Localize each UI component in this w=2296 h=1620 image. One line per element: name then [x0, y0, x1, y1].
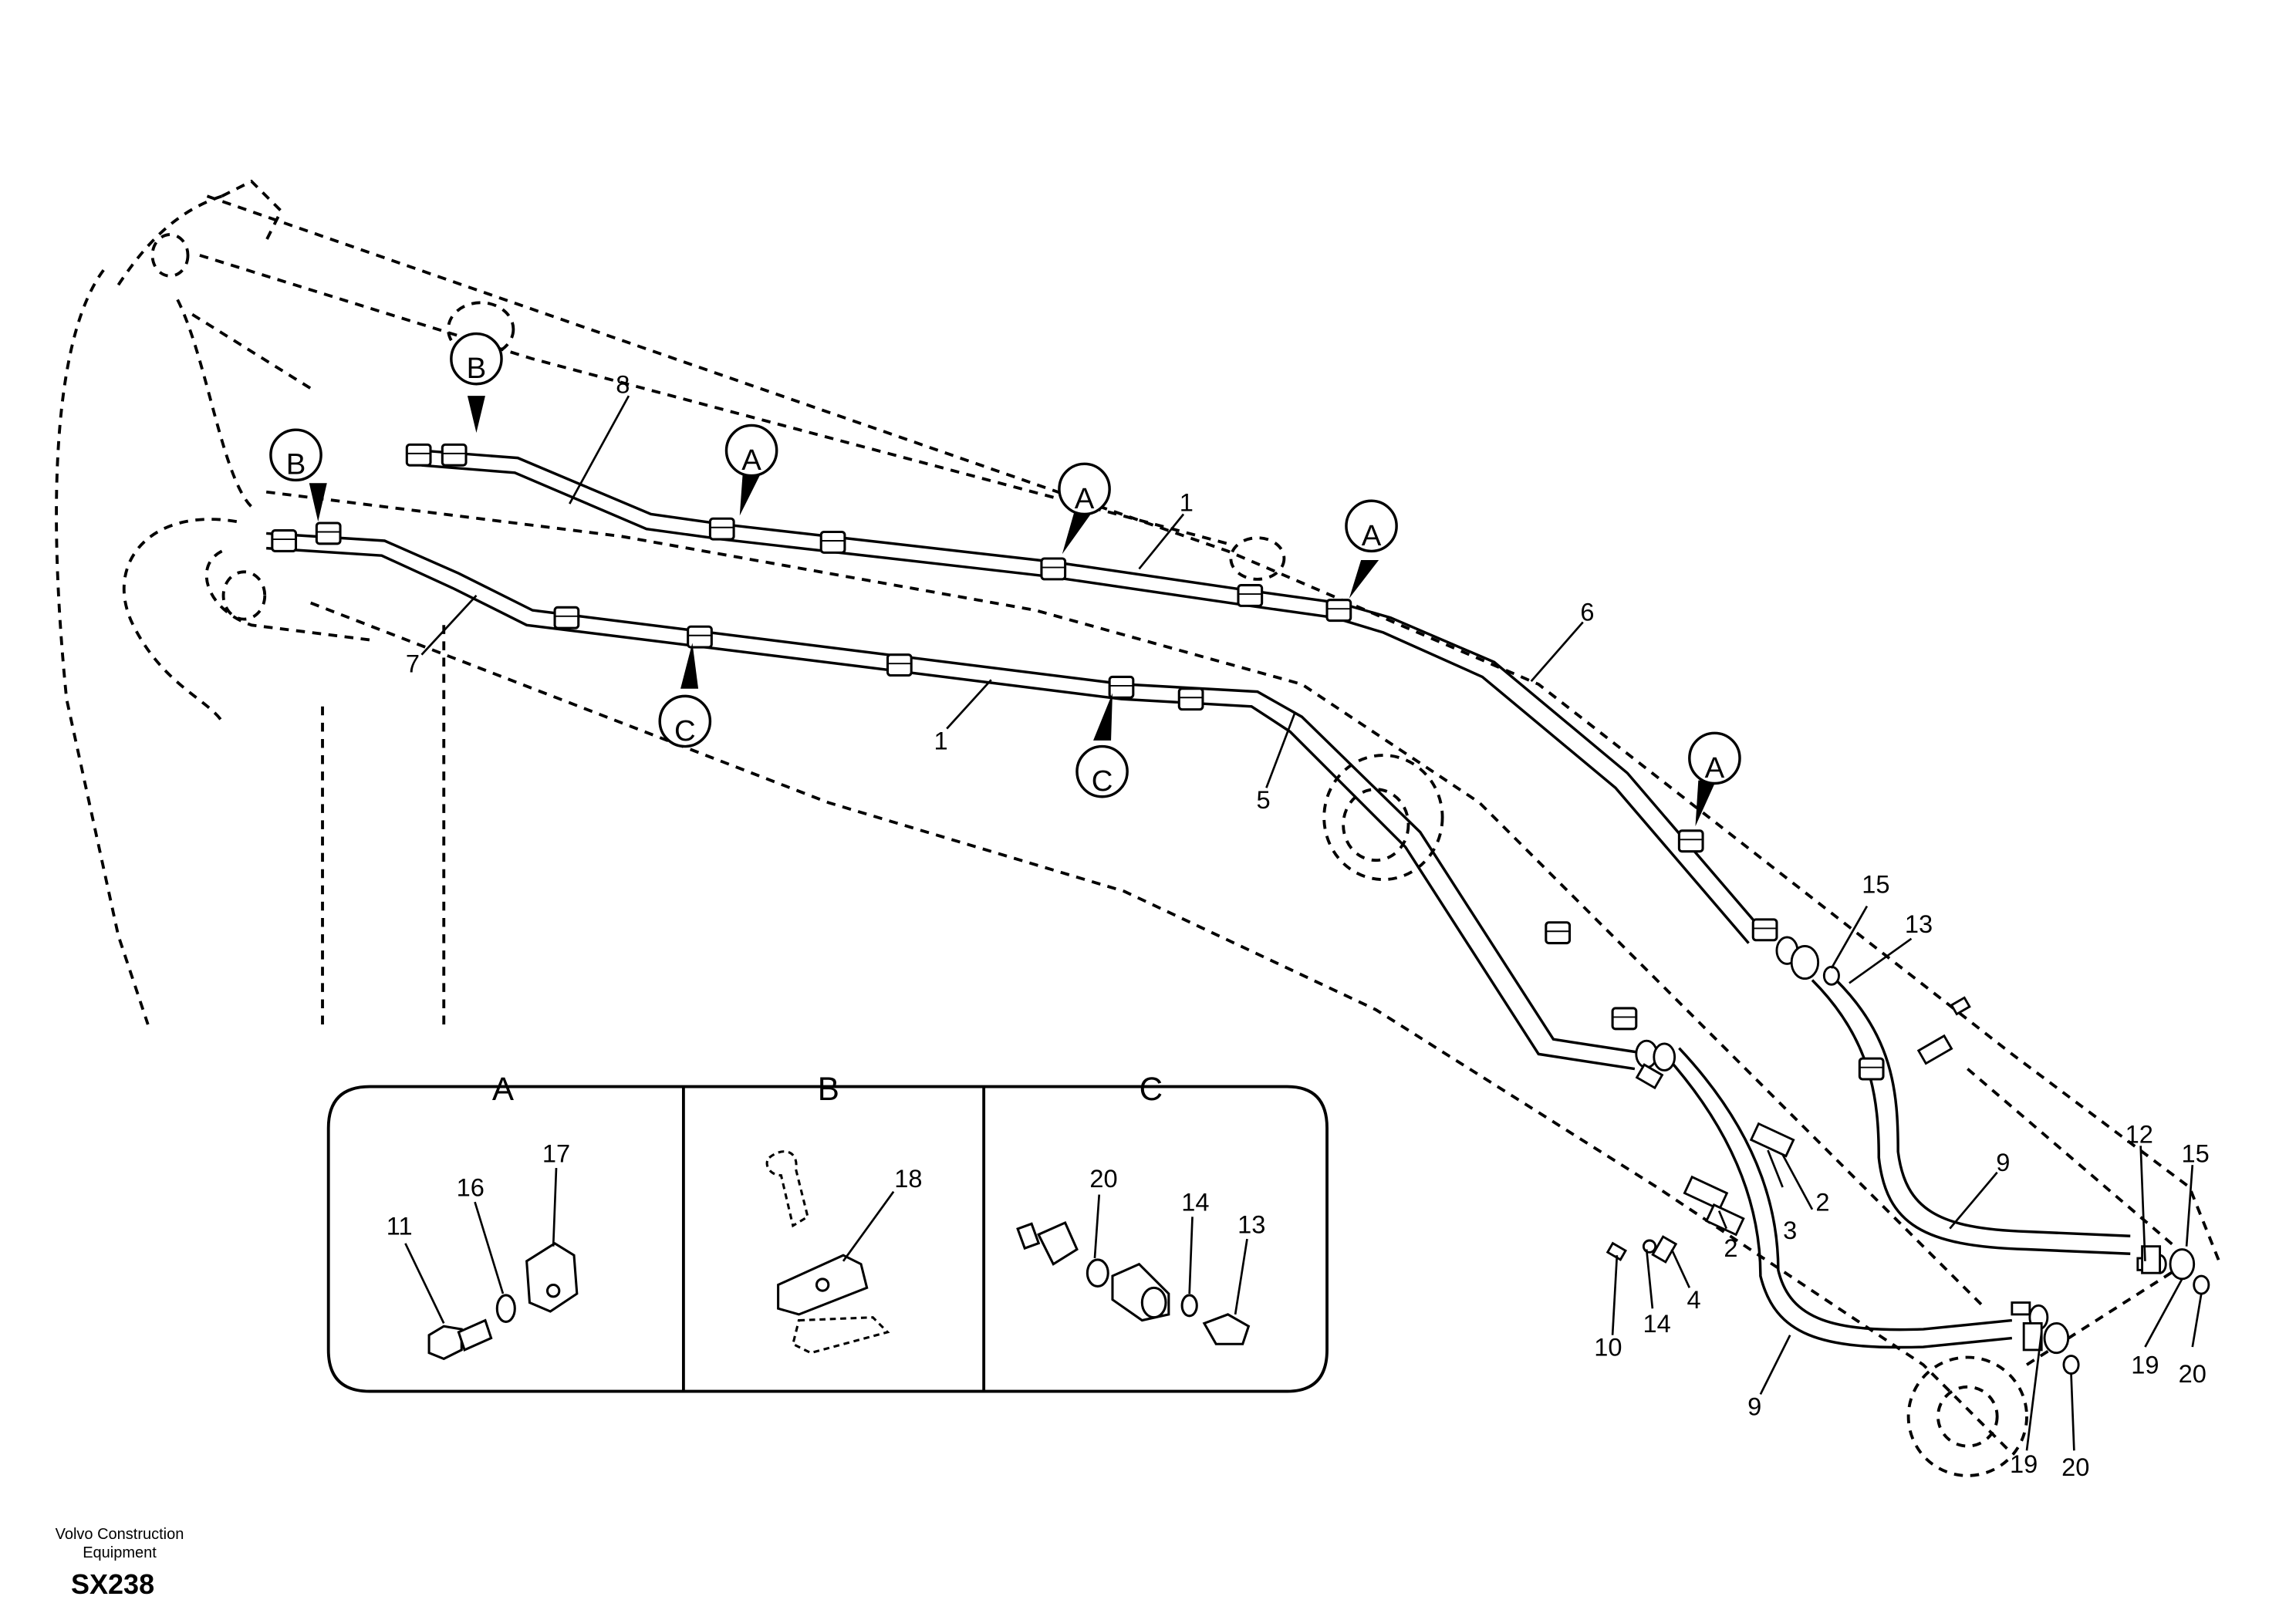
part-label: 2 [1815, 1188, 1829, 1217]
callout-a: A [1075, 482, 1095, 515]
company-line: Equipment [83, 1544, 157, 1561]
part-label: 7 [406, 650, 420, 678]
detail-part-label: 11 [387, 1211, 413, 1240]
company-name: Volvo Construction Equipment [31, 1525, 208, 1562]
part-label: 15 [1862, 869, 1889, 898]
hoses-9 [1663, 973, 2131, 1349]
callout-c: C [674, 714, 696, 748]
detail-b-parts [765, 1150, 890, 1355]
drawing-code: SX238 [71, 1568, 155, 1600]
callout-a: A [741, 444, 761, 477]
callout-circles [269, 332, 1741, 798]
part-label: 12 [2125, 1119, 2153, 1148]
detail-part-label: 16 [457, 1173, 485, 1201]
callout-b: B [286, 448, 306, 481]
part-label: 6 [1580, 598, 1594, 626]
detail-part-label: 17 [542, 1139, 570, 1167]
detail-part-label: 20 [1089, 1164, 1117, 1193]
detail-b-labels: 18 [894, 1164, 922, 1193]
company-line: Volvo Construction [55, 1526, 184, 1543]
part-labels: 8 1 7 1 6 5 15 13 12 15 9 2 3 2 4 14 10 … [406, 370, 2210, 1481]
leader-lines [420, 395, 2203, 1451]
part-label: 2 [1724, 1234, 1737, 1262]
detail-a-parts [427, 1242, 579, 1361]
part-label: 4 [1687, 1285, 1701, 1314]
detail-part-label: 18 [894, 1164, 922, 1193]
boom-outline [55, 179, 2221, 1477]
detail-title-c: C [1140, 1071, 1163, 1107]
detail-part-label: 13 [1237, 1210, 1265, 1238]
callout-pointers [309, 396, 1717, 827]
detail-b-leaders [842, 1190, 895, 1262]
callout-letters: B B A A A A C C [286, 352, 1725, 798]
part-label: 1 [1180, 488, 1194, 517]
part-label: 5 [1257, 785, 1271, 814]
part-label: 19 [2131, 1351, 2159, 1379]
detail-c-parts [1016, 1220, 1251, 1345]
detail-panel-titles: A B C [492, 1071, 1163, 1107]
detail-a-leaders [404, 1167, 558, 1324]
part-label: 8 [616, 370, 630, 398]
part-label: 15 [2181, 1139, 2209, 1167]
callout-b: B [467, 352, 487, 385]
part-label: 3 [1783, 1216, 1797, 1244]
detail-title-b: B [818, 1071, 839, 1107]
part-label: 14 [1643, 1309, 1671, 1338]
detail-c-labels: 20 14 13 [1089, 1164, 1265, 1238]
upper-pipe-assembly [421, 449, 1762, 944]
part-label: 19 [2010, 1450, 2038, 1478]
detail-a-labels: 11 16 17 [387, 1139, 570, 1240]
part-label: 10 [1594, 1333, 1622, 1362]
detail-title-a: A [492, 1071, 515, 1107]
part-label: 13 [1905, 910, 1933, 938]
part-label: 1 [934, 726, 947, 754]
detail-c-leaders [1093, 1194, 1248, 1315]
part-label: 9 [1996, 1148, 2010, 1176]
detail-panel-frame [326, 1085, 1329, 1393]
callout-a: A [1705, 751, 1725, 785]
part-label: 20 [2179, 1359, 2207, 1388]
lower-pipe-assembly [266, 532, 1650, 1071]
detail-part-label: 14 [1181, 1188, 1209, 1217]
part-label: 20 [2061, 1453, 2089, 1481]
callout-a: A [1362, 519, 1382, 552]
callout-c: C [1092, 764, 1113, 798]
part-label: 9 [1747, 1392, 1761, 1420]
